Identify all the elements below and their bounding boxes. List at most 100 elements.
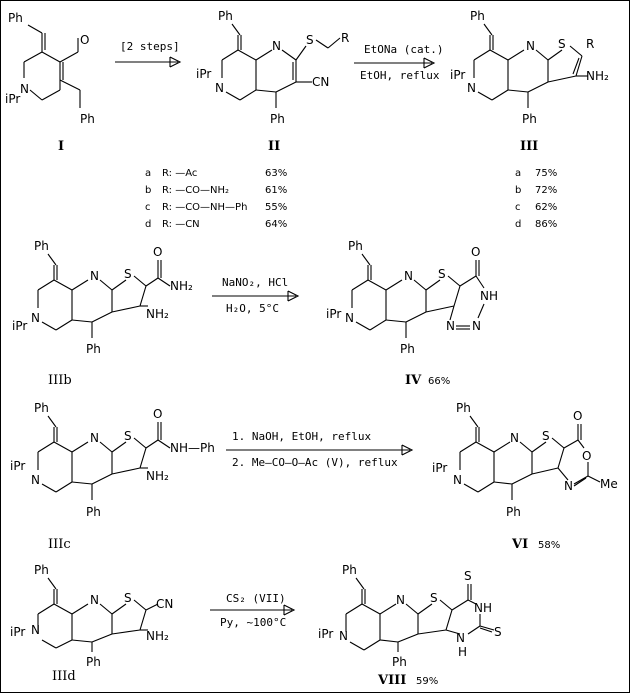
ph-label: Ph <box>34 401 49 415</box>
variant-yield-ii: 55% <box>265 202 287 213</box>
ipr-label: iPr <box>318 627 333 641</box>
nh2-label: NH₂ <box>146 469 169 483</box>
o-label: O <box>80 33 89 47</box>
variant-yield-iii: 72% <box>535 185 557 196</box>
r-variant-table: a R: —Ac 63% a 75% b R: —CO—NH₂ 61% b 72… <box>145 168 557 230</box>
compound-label-IIIc: IIIc <box>48 537 71 552</box>
arrow4-bottom-label: 2. Me—CO—O—Ac (V), reflux <box>232 456 398 469</box>
ph-label: Ph <box>86 342 101 356</box>
cn-label: CN <box>312 75 329 89</box>
compound-label-III: III <box>520 139 538 154</box>
compound-IV: Ph N iPr N Ph S O NH N N <box>326 239 498 356</box>
nh2-label: NH₂ <box>146 629 169 643</box>
ipr-label: iPr <box>326 307 341 321</box>
o-label: O <box>153 407 162 421</box>
o-label: O <box>153 245 162 259</box>
ph-label: Ph <box>8 11 23 25</box>
n-label: N <box>215 81 224 95</box>
compound-VIII: Ph N iPr N Ph S S NH S N <box>318 563 502 669</box>
ph-label: Ph <box>270 112 285 126</box>
arrow3-bottom-label: H₂O, 5°C <box>226 302 279 315</box>
ph-label: Ph <box>522 112 537 126</box>
variant-key: c <box>515 202 521 213</box>
compound-label-IIIb: IIIb <box>48 373 72 388</box>
compound-label-II: II <box>268 139 280 154</box>
n-label: N <box>467 81 476 95</box>
variant-key: b <box>145 185 151 196</box>
o-label: O <box>573 409 582 423</box>
ipr-label: iPr <box>196 67 211 81</box>
n-label: N <box>345 311 354 325</box>
variant-key: d <box>515 219 521 230</box>
ph-label: Ph <box>506 505 521 519</box>
variant-key: c <box>145 202 151 213</box>
ph-label: Ph <box>34 239 49 253</box>
nh2-label: NH₂ <box>586 69 609 83</box>
cn-label: CN <box>156 597 173 611</box>
ph-label: Ph <box>80 112 95 126</box>
compound-VI: Ph N iPr N Ph S O O N Me <box>432 401 618 519</box>
ph-label: Ph <box>342 563 357 577</box>
compound-label-IV: IV <box>405 373 422 388</box>
s-label: S <box>430 591 438 605</box>
ph-label: Ph <box>34 563 49 577</box>
compound-I: Ph O N iPr Ph <box>5 11 95 126</box>
variant-r: R: —CO—NH₂ <box>162 185 229 196</box>
ph-label: Ph <box>470 9 485 23</box>
r-label: R <box>586 37 594 51</box>
nh-label: NH <box>474 601 492 615</box>
s-label: S <box>464 569 472 583</box>
nh-label: NH <box>480 289 498 303</box>
n-label: N <box>31 311 40 325</box>
ph-label: Ph <box>400 342 415 356</box>
ph-label: Ph <box>86 655 101 669</box>
arrow2-top-label: EtONa (cat.) <box>364 43 443 56</box>
s-label: S <box>306 33 314 47</box>
ipr-label: iPr <box>432 461 447 475</box>
n-label: N <box>396 593 405 607</box>
variant-yield-iii: 86% <box>535 219 557 230</box>
compound-label-IIId: IIId <box>52 669 76 684</box>
ph-label: Ph <box>348 239 363 253</box>
n-label: N <box>90 269 99 283</box>
n-label: N <box>526 39 535 53</box>
variant-yield-iii: 75% <box>535 168 557 179</box>
s-label: S <box>124 591 132 605</box>
ipr-label: iPr <box>10 625 25 639</box>
yield-VIII: 59% <box>416 676 438 687</box>
nhph-label: NH—Ph <box>170 441 215 455</box>
ipr-label: iPr <box>10 459 25 473</box>
n-label: N <box>453 473 462 487</box>
variant-yield-ii: 63% <box>265 168 287 179</box>
ph-label: Ph <box>456 401 471 415</box>
n-label: N <box>446 319 455 333</box>
s-label: S <box>124 429 132 443</box>
s-label: S <box>494 625 502 639</box>
n-label: N <box>404 269 413 283</box>
yield-IV: 66% <box>428 376 450 387</box>
s-label: S <box>124 267 132 281</box>
nh2-label: NH₂ <box>146 307 169 321</box>
ph-label: Ph <box>392 655 407 669</box>
ph-label: Ph <box>86 505 101 519</box>
compound-IIIb: Ph N iPr N Ph S NH₂ O NH₂ <box>12 239 193 356</box>
h-label: H <box>458 645 467 659</box>
arrow5-top-label: CS₂ (VII) <box>226 592 286 605</box>
arrow1-label: [2 steps] <box>120 40 180 53</box>
variant-key: d <box>145 219 151 230</box>
n-label: N <box>339 629 348 643</box>
o-label: O <box>471 245 480 259</box>
ipr-label: iPr <box>450 68 465 82</box>
s-label: S <box>558 37 566 51</box>
variant-key: b <box>515 185 521 196</box>
variant-key: a <box>145 168 151 179</box>
n-label: N <box>31 623 40 637</box>
variant-key: a <box>515 168 521 179</box>
n-label: N <box>20 82 29 96</box>
compound-label-VIII: VIII <box>377 673 406 688</box>
compound-label-I: I <box>58 139 64 154</box>
arrow2-bottom-label: EtOH, reflux <box>360 69 440 82</box>
me-label: Me <box>600 477 618 491</box>
